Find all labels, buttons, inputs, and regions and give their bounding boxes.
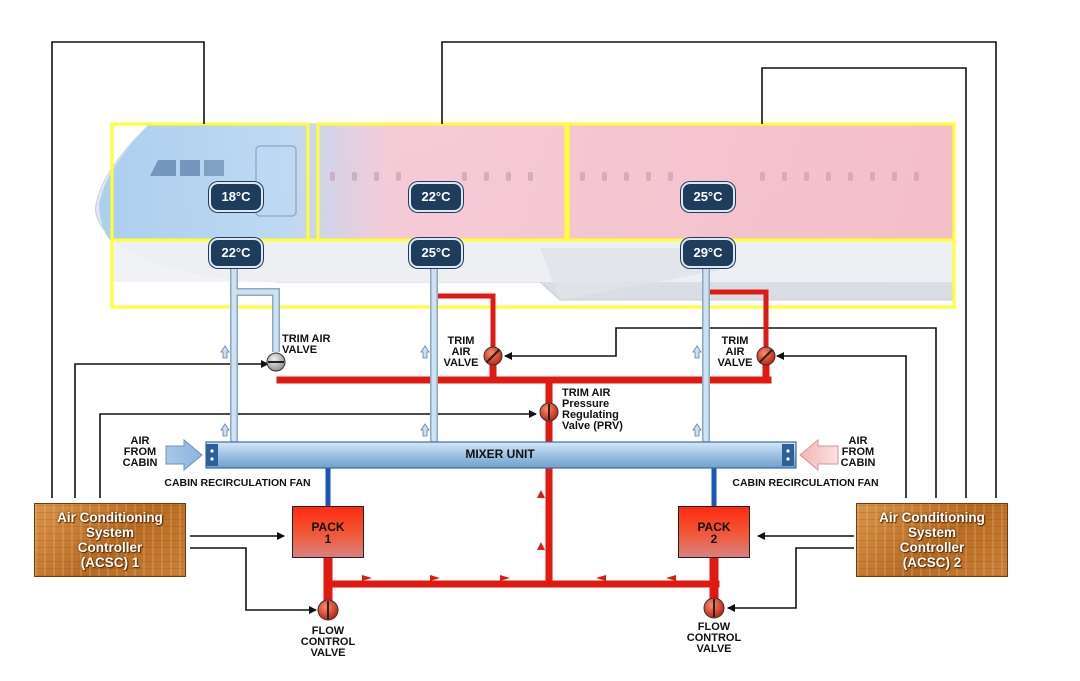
air-from-cabin-label-left: AIR FROM CABIN xyxy=(122,435,158,469)
air-from-cabin-label-right: AIR FROM CABIN xyxy=(840,435,876,469)
temp-badge-duct-aft: 29°C xyxy=(681,238,735,268)
recirc-fan-label-left: CABIN RECIRCULATION FAN xyxy=(164,477,311,489)
trim-air-valve-label-fwd: TRIM AIR VALVE xyxy=(282,333,331,356)
flow-up-arrows xyxy=(220,345,702,437)
prv-valve xyxy=(539,402,559,422)
trim-air-valve-label-aft: TRIM AIR VALVE xyxy=(717,335,753,369)
acsc-1: Air Conditioning System Controller (ACSC… xyxy=(34,503,186,577)
flow-control-valve-right xyxy=(703,597,725,619)
acsc-2: Air Conditioning System Controller (ACSC… xyxy=(856,503,1008,577)
temp-badge-duct-mid: 25°C xyxy=(409,238,463,268)
zone-lower xyxy=(110,238,956,309)
hot-flow-arrows xyxy=(362,490,676,581)
flow-control-valve-label-left: FLOW CONTROL VALVE xyxy=(300,625,356,659)
control-lines xyxy=(51,41,997,614)
recirc-fan-label-right: CABIN RECIRCULATION FAN xyxy=(732,477,879,489)
prv-label: TRIM AIR Pressure Regulating Valve (PRV) xyxy=(562,387,623,432)
temp-badge-duct-fwd: 22°C xyxy=(209,238,263,268)
air-from-cabin-left-arrow xyxy=(165,438,203,472)
flow-control-valve-label-right: FLOW CONTROL VALVE xyxy=(686,621,742,655)
trim-air-valve-label-mid: TRIM AIR VALVE xyxy=(443,335,479,369)
trim-air-valve-aft xyxy=(756,346,776,366)
temp-badge-zone-fwd: 18°C xyxy=(209,182,263,212)
mixer-unit xyxy=(205,441,797,469)
flow-control-valve-left xyxy=(317,599,339,621)
trim-air-valve-fwd xyxy=(266,352,286,372)
trim-air-valve-mid xyxy=(483,346,503,366)
pack-1: PACK 1 xyxy=(292,506,364,558)
aircraft-fuselage xyxy=(95,123,956,301)
pack-outlets xyxy=(325,468,717,506)
pack-2: PACK 2 xyxy=(678,506,750,558)
temp-badge-zone-aft: 25°C xyxy=(681,182,735,212)
cold-air-ducts xyxy=(230,266,710,444)
mixer-unit-label: MIXER UNIT xyxy=(465,447,535,461)
air-from-cabin-right-arrow xyxy=(799,438,839,472)
temp-badge-zone-mid: 22°C xyxy=(409,182,463,212)
